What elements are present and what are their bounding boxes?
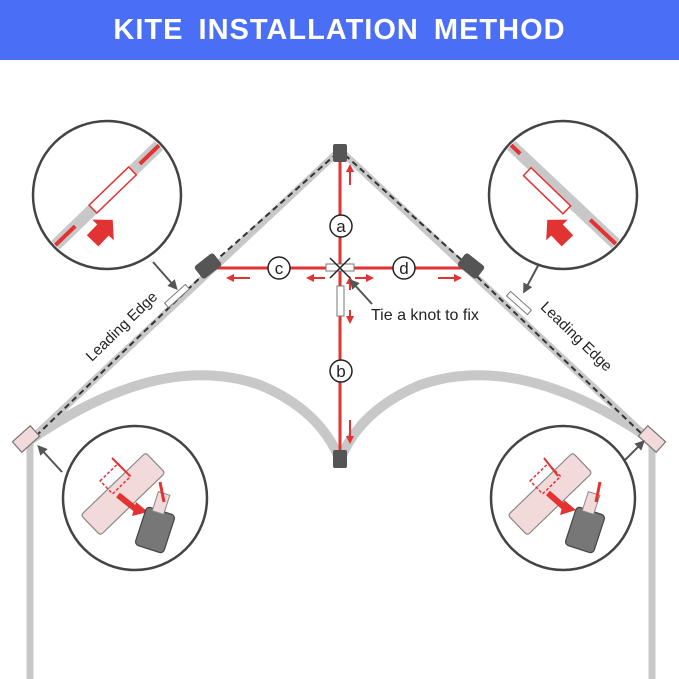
detail-circle-bottom-right xyxy=(489,424,637,572)
detail-circle-bottom-left xyxy=(61,424,209,572)
knot-pointer-arrow xyxy=(349,279,373,305)
right-detail-pointer xyxy=(523,261,541,294)
tail-connector xyxy=(333,450,347,468)
spar-label-c: c xyxy=(267,256,291,280)
svg-text:b: b xyxy=(336,362,345,381)
nose-connector xyxy=(333,144,347,162)
left-detail-pointer xyxy=(152,261,178,291)
left-cap-pointer xyxy=(37,445,63,473)
right-wingtip-cap xyxy=(637,424,667,454)
spar-label-d: d xyxy=(392,256,416,280)
cross-spar xyxy=(194,253,485,282)
leading-edge-spars xyxy=(35,154,645,437)
right-cross-connector xyxy=(457,253,485,279)
left-wingtip-cap xyxy=(11,424,41,454)
page-title: KITE INSTALLATION METHOD xyxy=(113,13,566,46)
spar-label-a: a xyxy=(329,214,353,238)
svg-text:a: a xyxy=(336,217,346,236)
leading-edge-label-right: Leading Edge xyxy=(537,298,615,375)
svg-text:d: d xyxy=(399,259,408,278)
left-leading-sleeve xyxy=(163,283,191,309)
knot-label: Tie a knot to fix xyxy=(371,307,479,324)
header-banner: KITE INSTALLATION METHOD xyxy=(0,0,679,60)
svg-text:c: c xyxy=(275,259,284,278)
detail-circle-top-right xyxy=(487,119,639,271)
left-cross-connector xyxy=(194,253,222,279)
spar-label-b: b xyxy=(329,359,353,383)
spine-sleeve xyxy=(336,285,345,317)
right-leading-sleeve xyxy=(505,290,533,316)
spine-spar xyxy=(333,144,354,468)
detail-circle-top-left xyxy=(31,119,183,271)
